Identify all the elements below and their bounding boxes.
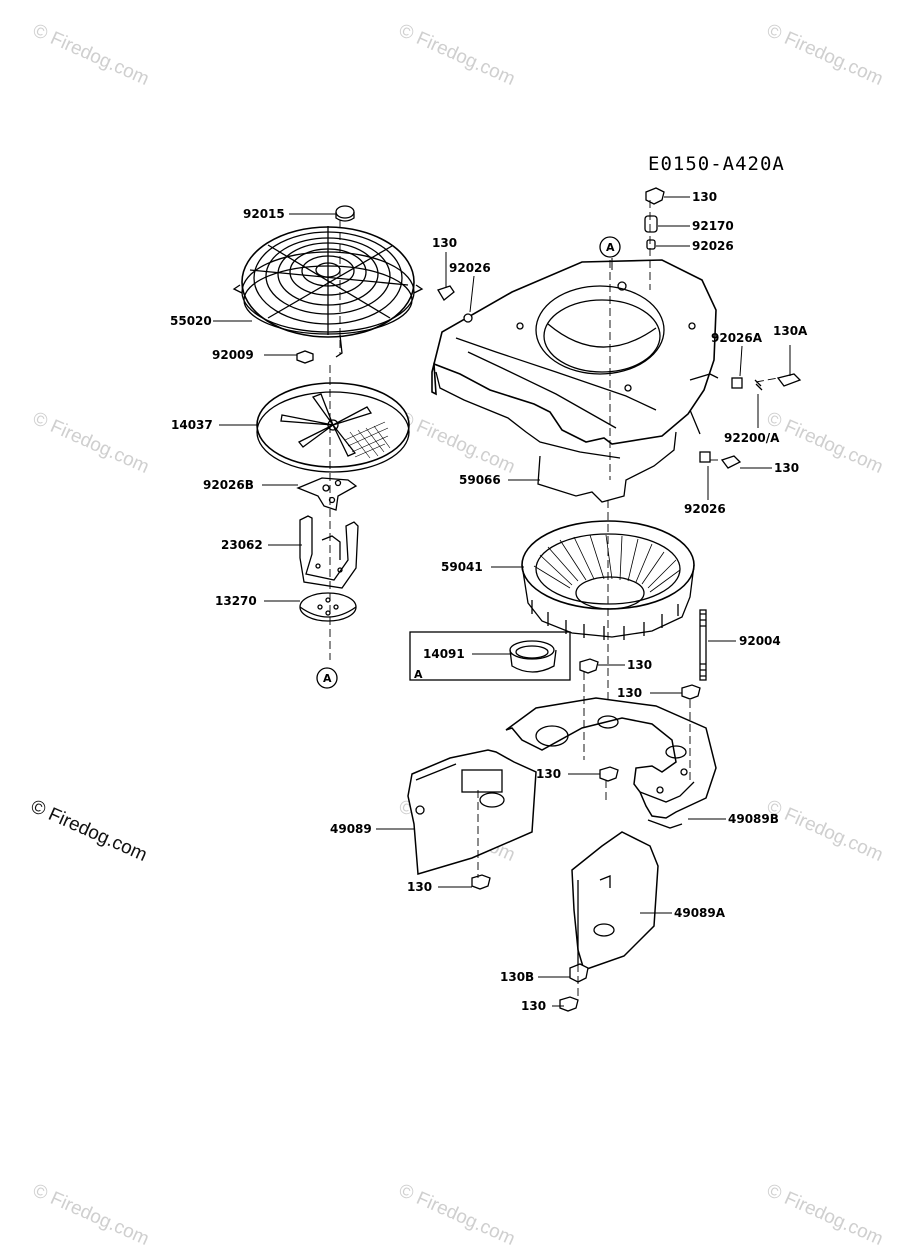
part-label-49089B: 49089B (728, 812, 779, 826)
part-label-130A: 130A (773, 324, 808, 338)
part-label-130-right: 130 (774, 461, 799, 475)
part-label-92026A: 92026A (711, 331, 763, 345)
part-label-130-top: 130 (692, 190, 717, 204)
part-label-130-bottom: 130 (521, 999, 546, 1013)
hardware-drawings (296, 187, 802, 1012)
part-label-130-low: 130 (407, 880, 432, 894)
diagram-code: E0150-A420A (648, 153, 785, 175)
part-label-14037: 14037 (171, 418, 213, 432)
cover-inset-drawing (409, 631, 571, 681)
fan-drawing (256, 382, 410, 473)
part-label-130-mid3: 130 (536, 767, 561, 781)
part-label-92015: 92015 (243, 207, 285, 221)
part-label-92026B: 92026B (203, 478, 254, 492)
part-label-130-left: 130 (432, 236, 457, 250)
plate-drawing (299, 592, 357, 622)
baffle-b-drawing (505, 697, 717, 829)
part-label-92200A: 92200/A (724, 431, 780, 445)
bracket-drawing (299, 515, 359, 589)
leader-lines (213, 196, 791, 1007)
part-label-92026-top: 92026 (692, 239, 734, 253)
part-label-92026-bottom: 92026 (684, 502, 726, 516)
parts-diagram: A A A 130 92170 92026 92015 130 92026 55… (170, 187, 808, 1013)
part-label-49089: 49089 (330, 822, 372, 836)
stud-drawing (699, 609, 707, 681)
ref-marker-top-label: A (606, 241, 615, 254)
part-label-55020: 55020 (170, 314, 212, 328)
part-label-23062: 23062 (221, 538, 263, 552)
part-label-92004: 92004 (739, 634, 781, 648)
part-labels: 130 92170 92026 92015 130 92026 55020 92… (170, 190, 808, 1013)
spacer-plate-drawing (296, 477, 358, 511)
part-label-92026-left: 92026 (449, 261, 491, 275)
part-label-59066: 59066 (459, 473, 501, 487)
ref-marker-bottom (316, 667, 338, 689)
part-label-92009: 92009 (212, 348, 254, 362)
part-label-92170: 92170 (692, 219, 734, 233)
part-label-14091: 14091 (423, 647, 465, 661)
part-label-130-mid1: 130 (627, 658, 652, 672)
baffle-a-drawing (571, 831, 659, 974)
part-label-130B: 130B (500, 970, 534, 984)
part-label-49089A: 49089A (674, 906, 726, 920)
ref-marker-bottom-label: A (323, 672, 332, 685)
center-lines (329, 200, 779, 1000)
shroud-drawing (431, 259, 719, 503)
inset-marker-label: A (414, 668, 423, 681)
ref-marker-top (599, 236, 621, 258)
part-label-13270: 13270 (215, 594, 257, 608)
part-label-130-mid2: 130 (617, 686, 642, 700)
part-label-59041: 59041 (441, 560, 483, 574)
fan-guard-drawing (232, 226, 424, 358)
baffle-drawing (407, 749, 537, 875)
